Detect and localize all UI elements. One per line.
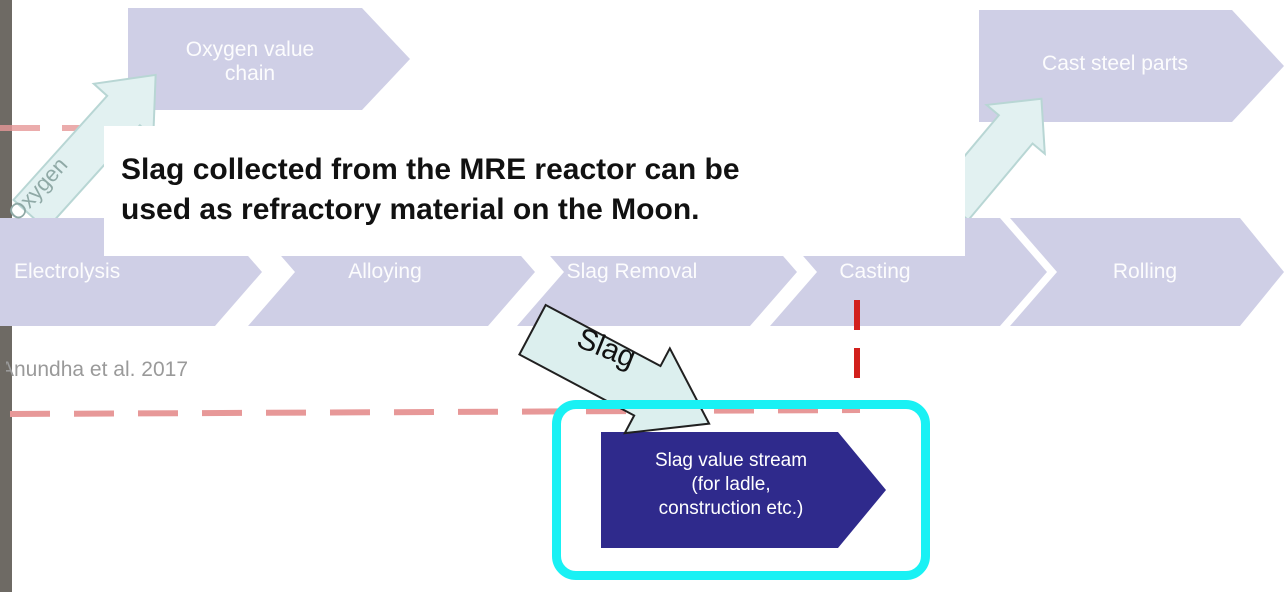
chevron-label-electrolysis: Electrolysis	[14, 260, 121, 283]
callout-text: Slag collected from the MRE reactor can …	[121, 150, 951, 230]
slag-value-stream-label: Slag value stream (for ladle, constructi…	[606, 449, 856, 521]
slag-value-line2: (for ladle,	[691, 474, 771, 495]
chevron-rolling	[1010, 218, 1284, 326]
highlight-frame	[552, 400, 930, 580]
slag-value-line3: construction etc.)	[658, 498, 804, 519]
chevron-label-oxygen-value-chain: Oxygen value chain	[150, 38, 350, 86]
chevron-slag-value-stream	[601, 432, 886, 548]
chevron-label-slag-removal: Slag Removal	[566, 260, 698, 283]
chevron-label-alloying: Alloying	[348, 260, 422, 283]
oxygen-label-line1: Oxygen value	[185, 38, 315, 61]
chevron-cast-steel-parts	[979, 10, 1284, 122]
chevron-label-cast-steel-parts: Cast steel parts	[1042, 52, 1188, 75]
dashed-line-bottom	[9, 407, 861, 417]
chevron-label-rolling: Rolling	[1112, 260, 1178, 283]
oxygen-arrow	[12, 73, 157, 231]
callout-box	[104, 126, 965, 256]
chevron-label-casting: Casting	[839, 260, 911, 283]
citation-text: Anundha et al. 2017	[0, 358, 188, 381]
chevron-oxygen-value-chain	[128, 8, 410, 110]
callout-line2: used as refractory material on the Moon.	[121, 193, 700, 226]
slag-value-line1: Slag value stream	[654, 450, 808, 471]
oxygen-label-line2: chain	[224, 62, 276, 86]
callout-line1: Slag collected from the MRE reactor can …	[121, 153, 740, 186]
